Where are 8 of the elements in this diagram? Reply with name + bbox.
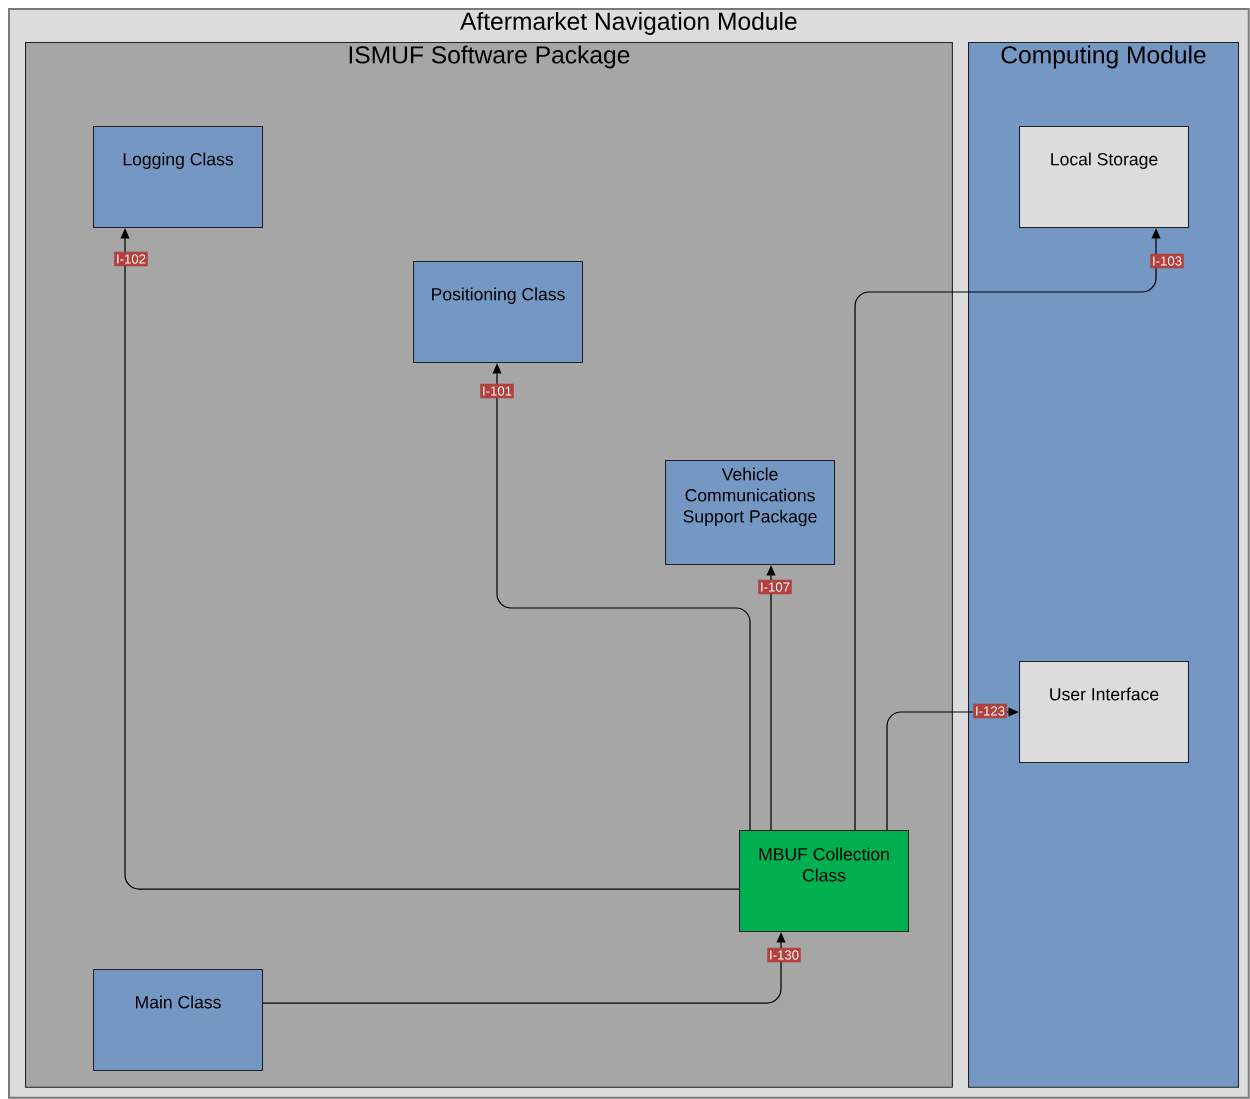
package-box: Vehicle Communications Support Package <box>665 460 836 566</box>
connector-arrow <box>886 707 1019 831</box>
class-box: Logging Class <box>93 126 264 229</box>
class-box: MBUF Collection Class <box>739 830 910 933</box>
class-box: Main Class <box>93 969 264 1072</box>
class-box: Positioning Class <box>413 261 584 364</box>
storage-box: Local Storage <box>1019 126 1190 229</box>
interface-box: User Interface <box>1019 661 1190 764</box>
